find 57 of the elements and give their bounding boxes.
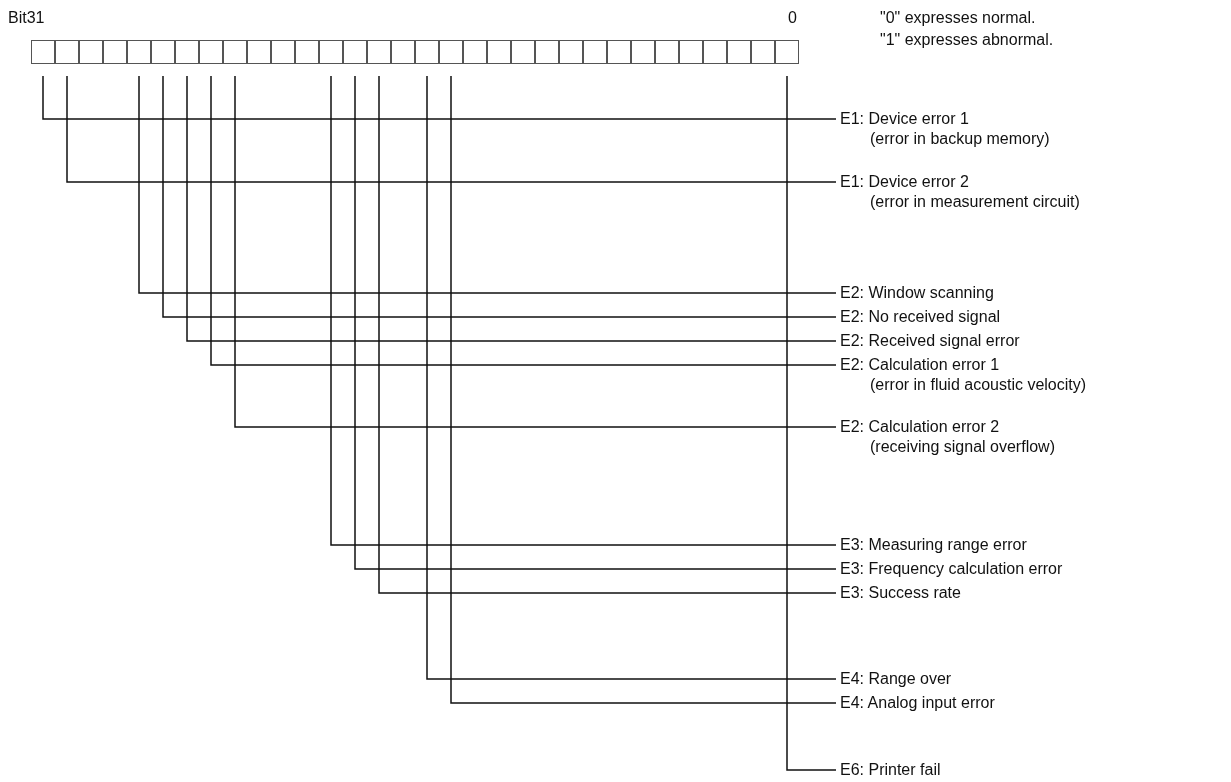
error-label: E2: Calculation error 1 bbox=[840, 355, 1001, 375]
bit-cell bbox=[703, 40, 727, 64]
bit-cell bbox=[319, 40, 343, 64]
bit-cell bbox=[55, 40, 79, 64]
note-text: "0" expresses normal. bbox=[880, 8, 1036, 28]
bit-cell bbox=[391, 40, 415, 64]
bit-label: 0 bbox=[788, 8, 797, 28]
bit-cell bbox=[367, 40, 391, 64]
error-label: E3: Success rate bbox=[840, 583, 961, 603]
bit-cell bbox=[223, 40, 247, 64]
error-detail: (error in fluid acoustic velocity) bbox=[869, 375, 1087, 395]
bit-cell bbox=[175, 40, 199, 64]
bit-cell bbox=[535, 40, 559, 64]
error-label: E2: No received signal bbox=[840, 307, 1001, 327]
bit-cell bbox=[199, 40, 223, 64]
error-label: E1: Device error 1 bbox=[840, 109, 970, 129]
error-label: E4: Analog input error bbox=[840, 693, 995, 713]
error-label: E3: Frequency calculation error bbox=[840, 559, 1063, 579]
bit-cell bbox=[559, 40, 583, 64]
bit-cell bbox=[103, 40, 127, 64]
bit-cell bbox=[679, 40, 703, 64]
bit-label: Bit31 bbox=[8, 8, 45, 28]
bit-cell bbox=[607, 40, 631, 64]
bit-cell bbox=[583, 40, 607, 64]
error-label: E2: Window scanning bbox=[840, 283, 994, 303]
bit-cell bbox=[727, 40, 751, 64]
leader-line bbox=[234, 75, 837, 428]
error-label: E3: Measuring range error bbox=[840, 535, 1027, 555]
error-label: E2: Calculation error 2 bbox=[840, 417, 1001, 437]
leader-line bbox=[786, 75, 837, 771]
bit-cell bbox=[439, 40, 463, 64]
error-detail: (receiving signal overflow) bbox=[869, 437, 1055, 457]
bit-cell bbox=[415, 40, 439, 64]
leader-line bbox=[42, 75, 837, 120]
bit-cell bbox=[127, 40, 151, 64]
error-detail: (error in backup memory) bbox=[869, 129, 1050, 149]
bit-cell bbox=[511, 40, 535, 64]
bit-cell bbox=[775, 40, 799, 64]
bit-cell bbox=[247, 40, 271, 64]
bit-cell bbox=[271, 40, 295, 64]
bit-cell bbox=[31, 40, 55, 64]
error-label: E6: Printer fail bbox=[840, 760, 941, 780]
bit-cell bbox=[79, 40, 103, 64]
error-label: E1: Device error 2 bbox=[840, 172, 970, 192]
bit-cell bbox=[487, 40, 511, 64]
bit-cell bbox=[463, 40, 487, 64]
bit-cell bbox=[751, 40, 775, 64]
bit-cell bbox=[631, 40, 655, 64]
bit-cell bbox=[295, 40, 319, 64]
error-label: E2: Received signal error bbox=[840, 331, 1020, 351]
leader-line bbox=[66, 75, 837, 183]
bit-cell bbox=[655, 40, 679, 64]
bit-cell bbox=[151, 40, 175, 64]
error-detail: (error in measurement circuit) bbox=[869, 192, 1080, 212]
bit-cell bbox=[343, 40, 367, 64]
note-text: "1" expresses abnormal. bbox=[880, 30, 1054, 50]
error-label: E4: Range over bbox=[840, 669, 952, 689]
